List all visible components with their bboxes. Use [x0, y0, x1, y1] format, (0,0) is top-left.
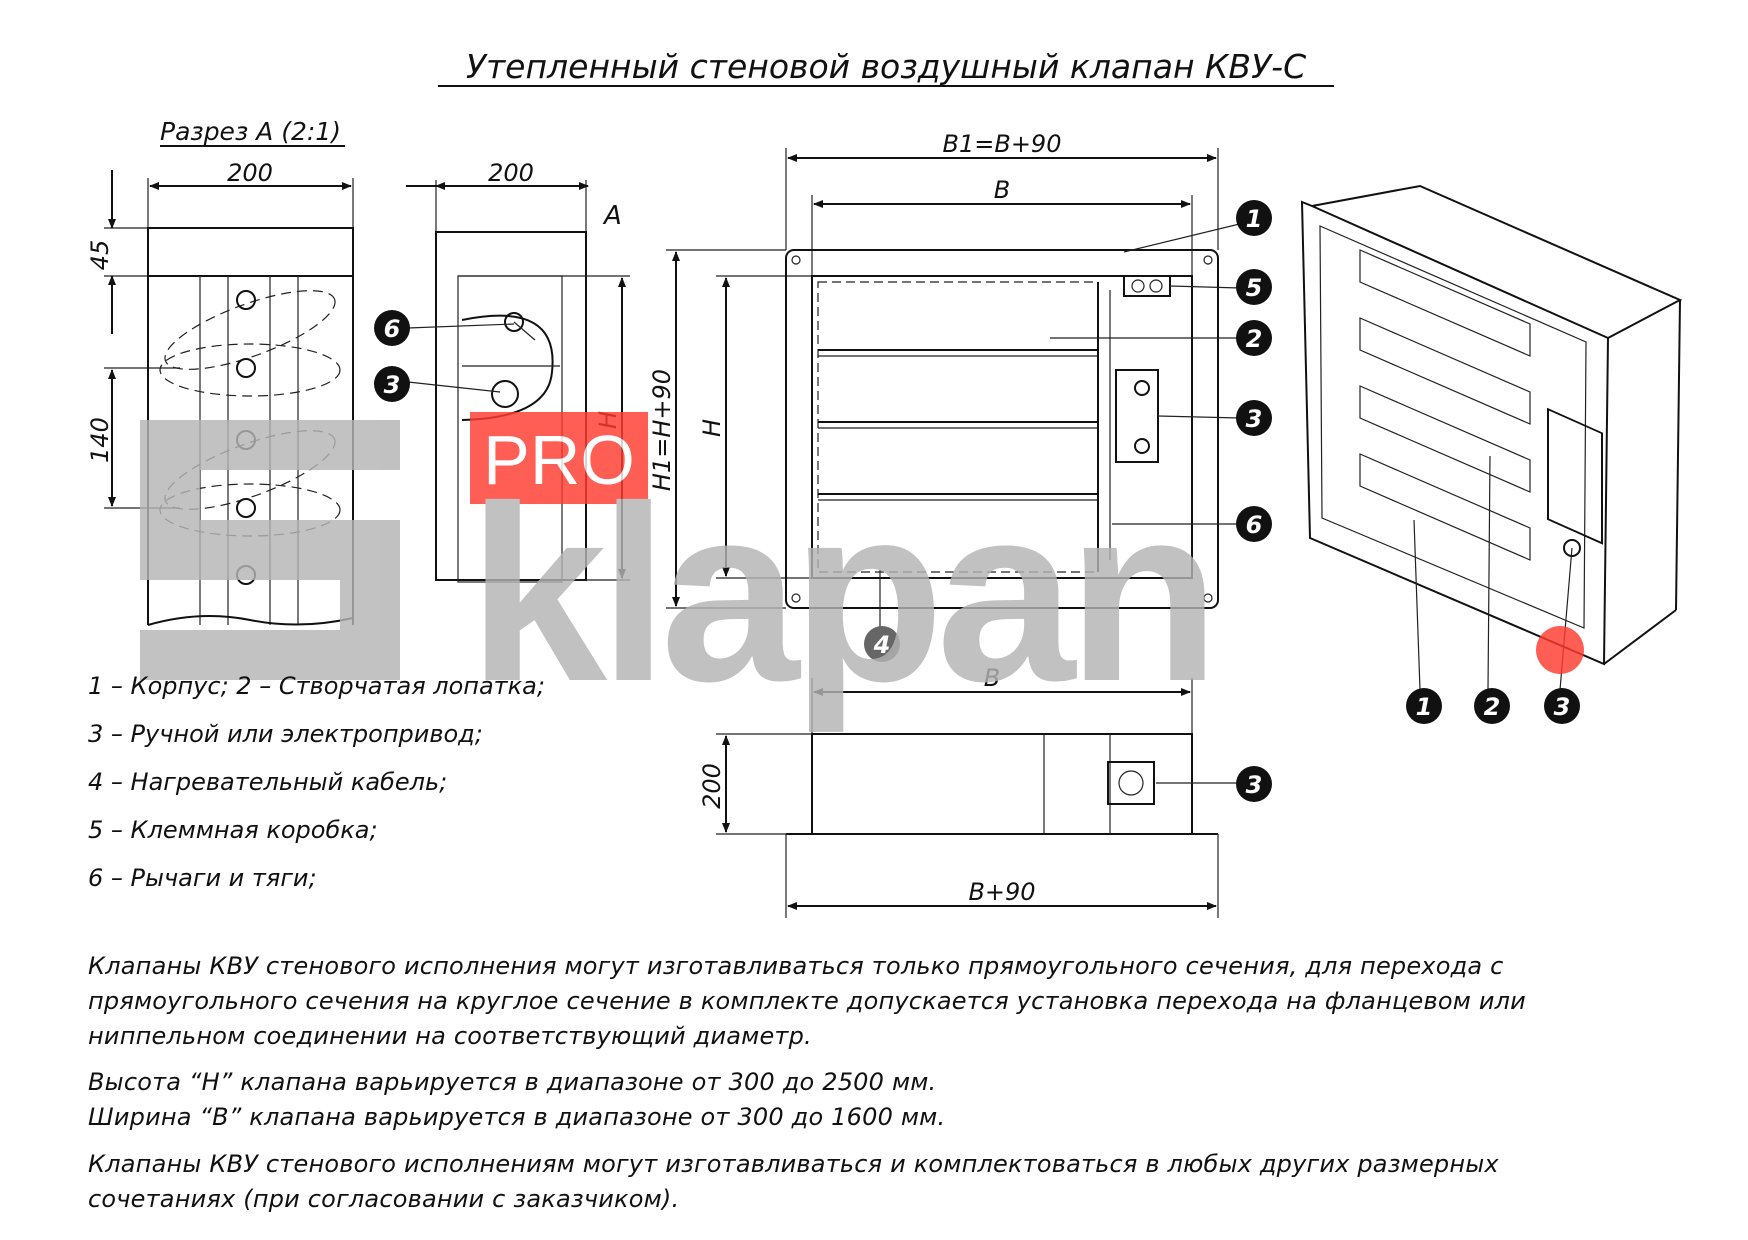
callout-3-front: 3	[1236, 400, 1272, 436]
front-view: B1=B+90 B H1=H+90 H	[648, 130, 1219, 609]
callout-6-front: 6	[1236, 506, 1272, 542]
legend-item-3: 4 – Нагревательный кабель;	[88, 768, 448, 796]
callout-5-front: 5	[1236, 269, 1272, 305]
dim-section-width: 200	[227, 159, 273, 187]
svg-text:2: 2	[1484, 693, 1501, 721]
svg-text:6: 6	[1246, 511, 1263, 539]
callout-2-front: 2	[1236, 320, 1272, 356]
callouts: 1 5 2 3 6 4 3 6	[374, 200, 1580, 802]
watermark-pro-box	[470, 412, 648, 504]
watermark-word: klapan	[468, 454, 1212, 733]
dim-section-pitch: 140	[86, 417, 114, 463]
watermark-dot	[1536, 626, 1584, 674]
svg-text:1: 1	[1246, 205, 1263, 233]
svg-text:5: 5	[1246, 274, 1263, 302]
callout-3-bottom: 3	[1236, 766, 1272, 802]
dim-h: H	[698, 419, 726, 437]
svg-text:3: 3	[1554, 693, 1571, 721]
svg-text:1: 1	[1416, 693, 1433, 721]
watermark-logo: PRO klapan	[140, 412, 1584, 733]
dim-bottom-depth: 200	[698, 763, 726, 809]
dim-h1: H1=H+90	[648, 369, 676, 491]
svg-text:3: 3	[1246, 771, 1263, 799]
note-height-range: Высота “H” клапана варьируется в диапазо…	[88, 1068, 937, 1096]
dim-bottom-b90: B+90	[968, 878, 1035, 906]
callout-6-section: 6	[374, 310, 410, 346]
legend-item-1: 1 – Корпус; 2 – Створчатая лопатка;	[88, 672, 545, 700]
drawing-title: Утепленный стеновой воздушный клапан КВУ…	[466, 47, 1306, 86]
svg-text:4: 4	[873, 631, 891, 659]
bottom-view: B 200 B+90	[698, 664, 1219, 918]
note-4-line-1: Клапаны КВУ стенового исполнениям могут …	[88, 1150, 1499, 1178]
dim-b: B	[994, 176, 1010, 204]
callout-2-iso: 2	[1474, 688, 1510, 724]
note-4-line-2: сочетаниях (при согласовании с заказчико…	[88, 1185, 680, 1213]
legend-item-5: 6 – Рычаги и тяги;	[88, 864, 317, 892]
callout-3-iso: 3	[1544, 688, 1580, 724]
note-1-line-3: ниппельном соединении на соответствующий…	[88, 1022, 812, 1050]
callout-1-iso: 1	[1406, 688, 1442, 724]
svg-text:3: 3	[384, 371, 401, 399]
svg-text:6: 6	[384, 315, 401, 343]
svg-text:3: 3	[1246, 405, 1263, 433]
side-mark: A	[602, 201, 622, 231]
svg-text:2: 2	[1246, 325, 1263, 353]
note-1-line-2: прямоугольного сечения на круглое сечени…	[88, 987, 1526, 1015]
note-width-range: Ширина “B” клапана варьируется в диапазо…	[88, 1103, 946, 1131]
dim-b1: B1=B+90	[943, 130, 1062, 158]
legend-item-4: 5 – Клеммная коробка;	[88, 816, 378, 844]
section-label: Разрез А (2:1)	[160, 117, 341, 146]
dim-section-top: 45	[86, 240, 114, 271]
note-1-line-1: Клапаны КВУ стенового исполнения могут и…	[88, 952, 1504, 980]
watermark-pro-text: PRO	[483, 421, 635, 499]
dim-bottom-b: B	[984, 664, 1000, 692]
legend-item-2: 3 – Ручной или электропривод;	[88, 720, 483, 748]
callout-1-front: 1	[1236, 200, 1272, 236]
watermark-s-mark	[140, 420, 400, 680]
callout-3-section: 3	[374, 366, 410, 402]
callout-4-front: 4	[864, 626, 900, 662]
isometric-view	[1300, 184, 1683, 666]
dim-side-width: 200	[488, 159, 534, 187]
